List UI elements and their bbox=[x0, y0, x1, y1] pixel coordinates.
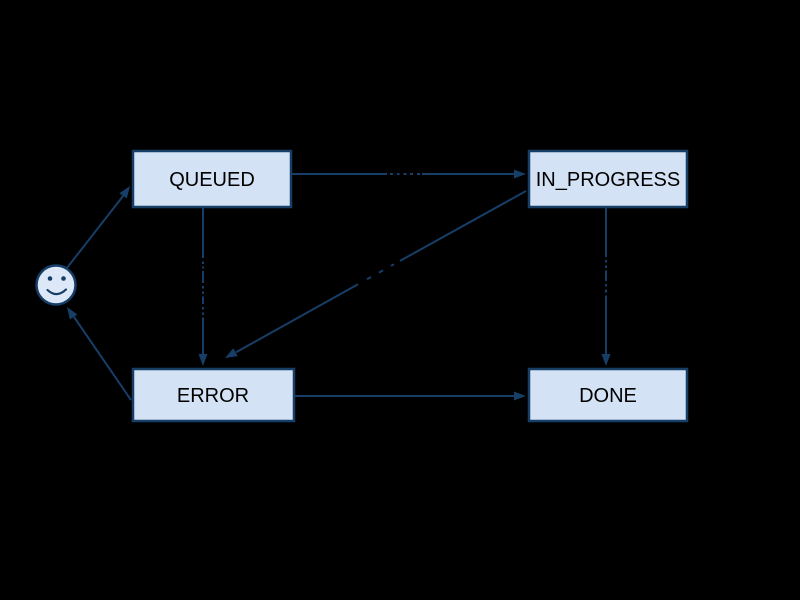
edge-queued-to-error bbox=[198, 208, 208, 366]
arrowhead-error-to-start bbox=[67, 307, 78, 320]
smiley-mouth bbox=[46, 288, 68, 296]
arrowhead-error-to-done bbox=[514, 391, 526, 401]
smiley-face-icon bbox=[35, 264, 77, 306]
node-error-label: ERROR bbox=[177, 385, 249, 407]
edge-start-to-queued bbox=[65, 186, 130, 270]
node-in-progress-label: IN_PROGRESS bbox=[536, 169, 680, 191]
arrowhead-queued-to-error bbox=[198, 354, 208, 366]
node-in-progress: IN_PROGRESS bbox=[527, 149, 689, 209]
edge-error-to-done bbox=[295, 391, 526, 401]
arrowhead-in-progress-to-done bbox=[601, 354, 611, 366]
arrowhead-in-progress-to-error bbox=[225, 348, 238, 358]
edge-queued-to-in-progress bbox=[292, 169, 526, 179]
smiley-start-node bbox=[35, 264, 77, 306]
node-done-label: DONE bbox=[579, 385, 637, 407]
edge-in-progress-to-error bbox=[225, 190, 527, 358]
arrowhead-start-to-queued bbox=[119, 186, 130, 199]
arrowhead-queued-to-in-progress bbox=[514, 169, 526, 179]
edge-label-artifact-in-progress-to-error bbox=[366, 263, 395, 281]
edge-error-to-start bbox=[67, 307, 132, 401]
node-queued: QUEUED bbox=[131, 149, 293, 209]
node-queued-label: QUEUED bbox=[169, 169, 255, 191]
smiley-right-eye bbox=[61, 276, 66, 281]
node-done: DONE bbox=[527, 367, 689, 423]
node-error: ERROR bbox=[131, 367, 296, 423]
smiley-left-eye bbox=[47, 276, 53, 281]
edge-in-progress-to-done bbox=[601, 208, 611, 366]
